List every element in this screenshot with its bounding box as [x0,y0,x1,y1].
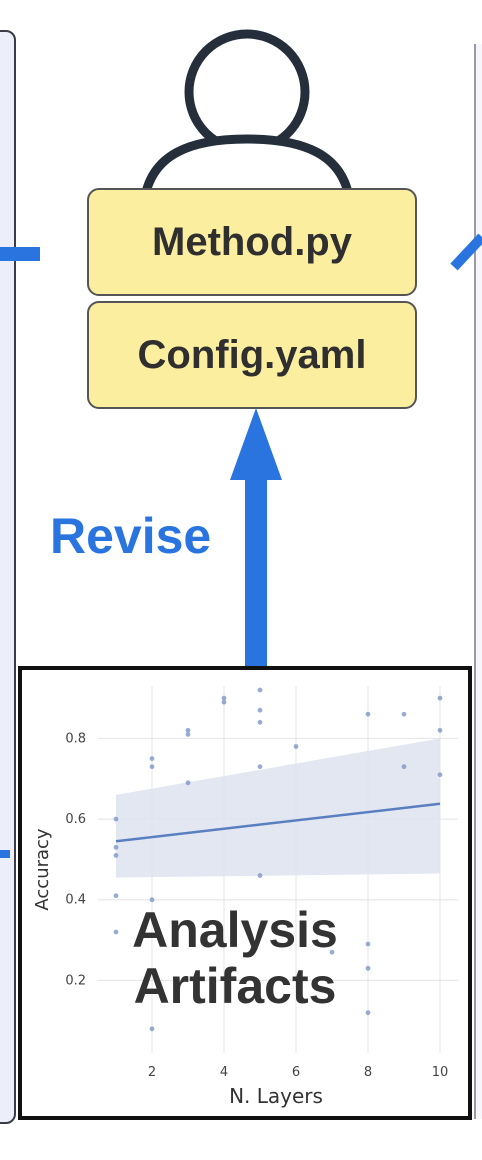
data-point [185,731,191,737]
data-point [185,727,191,733]
x-axis-label: N. Layers [229,1084,323,1108]
y-tick-label: 0.8 [65,731,86,746]
data-point [365,941,371,947]
data-point [365,1010,371,1016]
revise-arrow [230,408,282,670]
data-point [113,844,119,850]
data-point [401,711,407,717]
analysis-artifact-frame [18,666,472,1120]
regression-line [115,802,441,843]
right-connector [450,233,482,271]
data-point [149,764,155,770]
data-point [149,1026,155,1032]
artifact-title-line2: Artifacts [133,958,337,1014]
y-tick-label: 0.2 [65,973,86,988]
data-point [113,852,119,858]
data-point [437,772,443,778]
config-file-box[interactable]: Config.yaml [87,301,417,409]
method-file-label: Method.py [152,219,352,264]
data-point [293,744,299,749]
user-icon [139,29,355,204]
x-tick-label: 6 [292,1065,300,1080]
x-tick-label: 2 [148,1065,156,1080]
method-file-box[interactable]: Method.py [87,188,417,296]
revise-label: Revise [50,508,212,564]
confidence-band [116,738,440,878]
x-tick-label: 8 [364,1065,372,1080]
x-tick-label: 10 [432,1065,449,1080]
data-point [401,764,407,770]
data-point [437,695,443,701]
accuracy-vs-layers-chart: 2 4 6 8 10 0.2 0.4 0.6 0.8 N. Layers Accuracy [32,686,458,1108]
data-point [149,756,155,761]
data-point [257,719,263,725]
data-point [221,699,227,705]
data-point [257,764,263,770]
data-point [149,897,155,903]
config-file-label: Config.yaml [137,332,367,377]
data-point [257,687,263,693]
artifact-title-line1: Analysis [132,902,338,958]
data-point [257,873,263,878]
data-point [365,965,371,971]
data-point [221,695,227,701]
left-connector [0,247,40,261]
data-point [113,816,119,822]
artifact-title: Analysis Artifacts [85,902,385,1014]
data-point [113,929,119,935]
y-tick-label: 0.6 [65,812,86,827]
left-connector-lower [0,850,10,858]
data-point [257,707,263,713]
data-point [185,780,191,786]
right-panel [474,44,482,1119]
data-point [113,893,119,899]
y-axis-label: Accuracy [32,828,53,911]
data-point [329,949,335,955]
left-panel [0,30,16,1124]
x-tick-label: 4 [220,1065,228,1080]
data-point [365,711,371,717]
data-point [437,727,443,733]
y-tick-label: 0.4 [65,893,86,908]
